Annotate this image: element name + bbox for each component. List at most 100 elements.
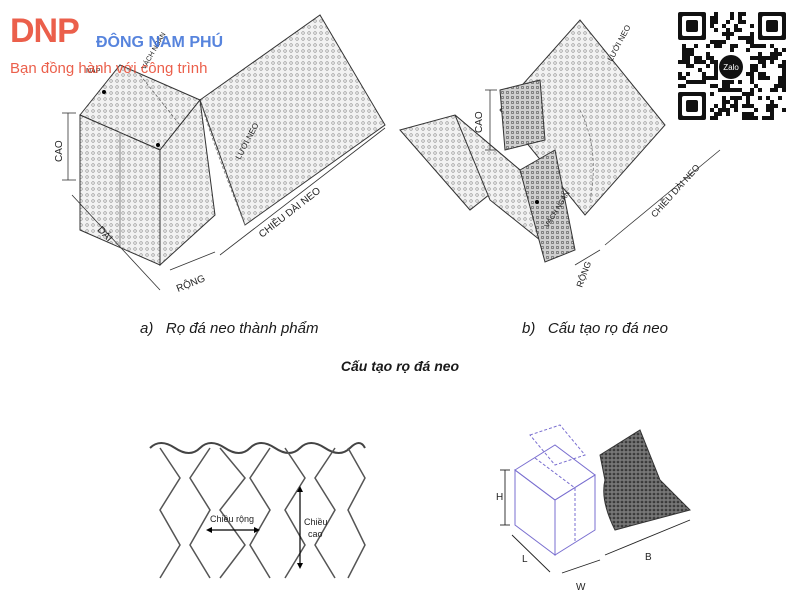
qr-module [714,76,718,80]
qr-module [762,76,766,80]
qr-module [742,20,746,24]
caption-b-text: Cấu tạo rọ đá neo [547,320,668,337]
qr-module [782,72,786,76]
qr-module [774,52,778,56]
qr-module [690,48,694,52]
qr-module [778,64,782,68]
qr-module [714,20,718,24]
qr-module [694,80,698,84]
qr-module [722,84,726,88]
qr-module [714,60,718,64]
label-chieu-cao-1: Chiều [304,517,328,527]
qr-module [726,20,730,24]
qr-module [734,24,738,28]
label-rong-a: RỘNG [174,271,207,294]
qr-module [722,96,726,100]
qr-module [734,28,738,32]
qr-module [774,88,778,92]
qr-module [754,68,758,72]
qr-module [686,60,690,64]
qr-module [782,64,786,68]
qr-module [734,96,738,100]
qr-finder [686,100,698,112]
qr-module [758,52,762,56]
qr-module [770,88,774,92]
company-logo[interactable]: DNP ĐÔNG NAM PHÚ Bạn đồng hành với công … [10,12,250,82]
qr-module [678,72,682,76]
qr-module [678,76,682,80]
qr-module [762,60,766,64]
qr-module [698,80,702,84]
qr-module [730,32,734,36]
qr-module [710,116,714,120]
qr-module [714,40,718,44]
qr-module [782,88,786,92]
qr-module [738,36,742,40]
qr-module [686,56,690,60]
qr-module [702,60,706,64]
qr-module [742,12,746,16]
zalo-qr-code[interactable]: Zalo [672,8,792,126]
qr-module [766,56,770,60]
qr-module [690,64,694,68]
qr-module [750,40,754,44]
qr-module [738,96,742,100]
qr-module [758,88,762,92]
qr-module [706,52,710,56]
qr-module [694,44,698,48]
qr-module [726,36,730,40]
qr-module [766,104,770,108]
qr-module [714,68,718,72]
qr-module [738,16,742,20]
qr-module [710,40,714,44]
qr-module [782,80,786,84]
qr-module [714,28,718,32]
qr-module [750,104,754,108]
qr-module [770,108,774,112]
qr-module [714,72,718,76]
qr-module [750,80,754,84]
qr-module [710,24,714,28]
qr-module [762,64,766,68]
qr-module [770,116,774,120]
qr-module [734,44,738,48]
qr-module [754,116,758,120]
qr-module [726,84,730,88]
qr-module [682,84,686,88]
caption-a-letter: a) [140,320,154,337]
qr-module [746,40,750,44]
qr-module [742,92,746,96]
qr-module [710,84,714,88]
qr-module [746,36,750,40]
qr-module [726,28,730,32]
qr-module [714,116,718,120]
qr-module [686,64,690,68]
section-title: Cấu tạo rọ đá neo [340,358,460,374]
qr-module [750,76,754,80]
qr-module [710,60,714,64]
qr-module [750,68,754,72]
qr-module [734,104,738,108]
qr-module [730,104,734,108]
label-b: B [645,552,652,563]
zalo-label: Zalo [723,63,739,72]
qr-module [782,60,786,64]
qr-module [782,48,786,52]
qr-module [698,60,702,64]
qr-module [710,20,714,24]
qr-module [758,56,762,60]
gabion-dimension-detail [514,424,691,556]
qr-module [750,64,754,68]
qr-module [742,112,746,116]
qr-module [742,104,746,108]
qr-module [730,48,734,52]
qr-module [702,80,706,84]
qr-module [774,48,778,52]
qr-module [722,80,726,84]
qr-module [710,56,714,60]
qr-module [770,112,774,116]
qr-module [718,88,722,92]
qr-module [770,104,774,108]
qr-module [762,44,766,48]
